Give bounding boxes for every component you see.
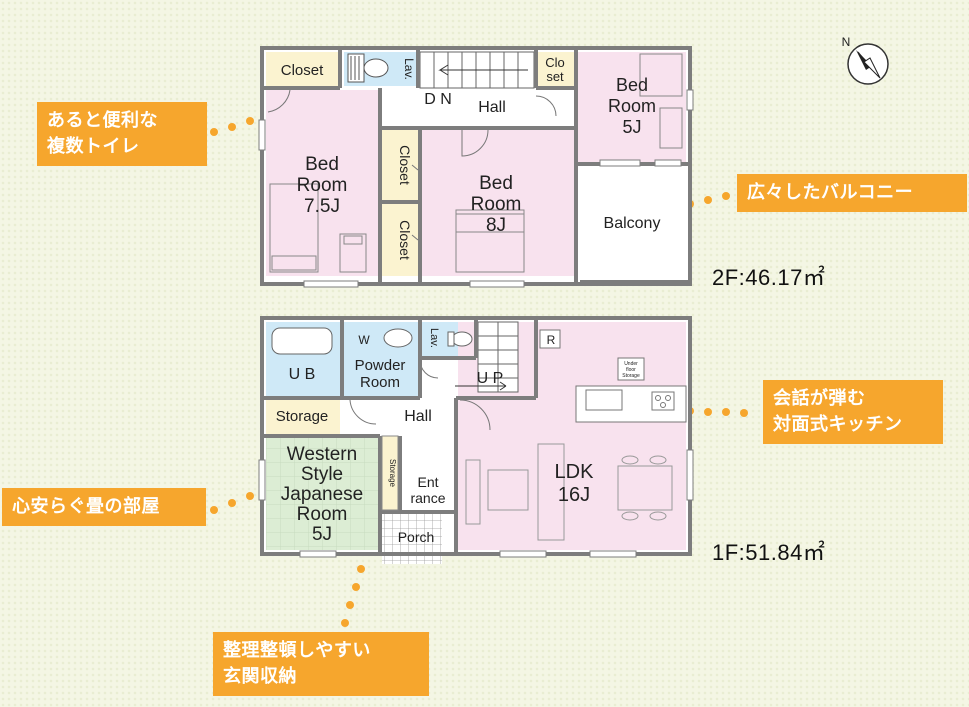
dn-label: D N	[424, 91, 452, 108]
bedroom-8j-label-2: Room	[471, 194, 522, 215]
callout-entrance-storage-line-2: 玄関収納	[223, 666, 297, 687]
bedroom-5j-label-2: Room	[608, 96, 656, 116]
washer-label: W	[358, 333, 370, 347]
second-floor-area: 2F:46.17㎡	[712, 265, 826, 290]
compass-north-label: N	[842, 35, 851, 49]
underfloor-storage-label-1: Under	[624, 361, 638, 367]
second-floor-plan: Closet Lav. D N Hall Clo set Bed Room 5J…	[258, 46, 694, 288]
bath-label: U B	[289, 366, 316, 383]
bedroom-8j-label-3: 8J	[486, 215, 506, 236]
callout-multiple-toilets-line-2: 複数トイレ	[47, 136, 140, 157]
bedroom-5j-label-1: Bed	[616, 75, 648, 95]
western-room-label-5: 5J	[312, 524, 332, 545]
bedroom-75j-label-1: Bed	[305, 154, 339, 175]
ldk-label-2: 16J	[558, 484, 590, 506]
entrance-label-2: rance	[410, 490, 445, 506]
powder-room-label-2: Room	[360, 374, 400, 391]
callout-kitchen-line-1: 会話が弾む	[773, 388, 866, 409]
hall-1f-label: Hall	[404, 408, 432, 425]
western-room-label-2: Style	[301, 464, 343, 485]
lav-label-2f: Lav.	[402, 58, 416, 80]
bedroom-75j-label-2: Room	[297, 175, 348, 196]
entrance-storage-label: Storage	[388, 459, 397, 488]
up-label: U P	[477, 370, 504, 387]
closet-small-label-2: set	[546, 69, 564, 84]
north-compass-icon: N	[842, 35, 889, 85]
powder-room-label-1: Powder	[355, 357, 406, 374]
western-room-label-4: Room	[297, 504, 348, 525]
callout-entrance-storage-line-1: 整理整頓しやすい	[223, 640, 371, 661]
callout-kitchen: 会話が弾む 対面式キッチン	[763, 380, 943, 444]
lav-label-1f: Lav.	[428, 328, 440, 348]
bedroom-5j-label-3: 5J	[622, 117, 641, 137]
storage-label: Storage	[276, 408, 329, 425]
hall-2f-label: Hall	[478, 99, 506, 116]
callout-multiple-toilets-line-1: あると便利な	[47, 110, 158, 131]
closet-top-label: Closet	[281, 62, 324, 79]
callout-entrance-storage: 整理整頓しやすい 玄関収納	[213, 632, 429, 696]
bedroom-8j-label-1: Bed	[479, 173, 513, 194]
underfloor-storage-label-3: Storage	[622, 373, 640, 379]
first-floor-plan: U B W Powder Room Lav. U P R Storage Hal…	[258, 316, 694, 564]
callout-kitchen-line-2: 対面式キッチン	[773, 414, 903, 435]
balcony-label: Balcony	[604, 215, 661, 232]
bedroom-75j-label-3: 7.5J	[304, 196, 340, 217]
ldk-label-1: LDK	[555, 461, 595, 483]
underfloor-storage-label-2: floor	[626, 367, 636, 373]
callout-multiple-toilets: あると便利な 複数トイレ	[37, 102, 207, 166]
western-room-label-3: Japanese	[281, 484, 363, 505]
refrigerator-label: R	[547, 333, 556, 347]
callout-tatami-room: 心安らぐ畳の部屋	[2, 488, 206, 526]
closet-small-label-1: Clo	[545, 55, 565, 70]
closet-vertical-label-1: Closet	[397, 145, 413, 185]
closet-vertical-label-2: Closet	[397, 220, 413, 260]
porch-label: Porch	[398, 529, 435, 545]
first-floor-area: 1F:51.84㎡	[712, 540, 826, 565]
entrance-label-1: Ent	[417, 474, 438, 490]
western-room-label-1: Western	[287, 444, 357, 465]
callout-balcony: 広々したバルコニー	[737, 174, 967, 212]
